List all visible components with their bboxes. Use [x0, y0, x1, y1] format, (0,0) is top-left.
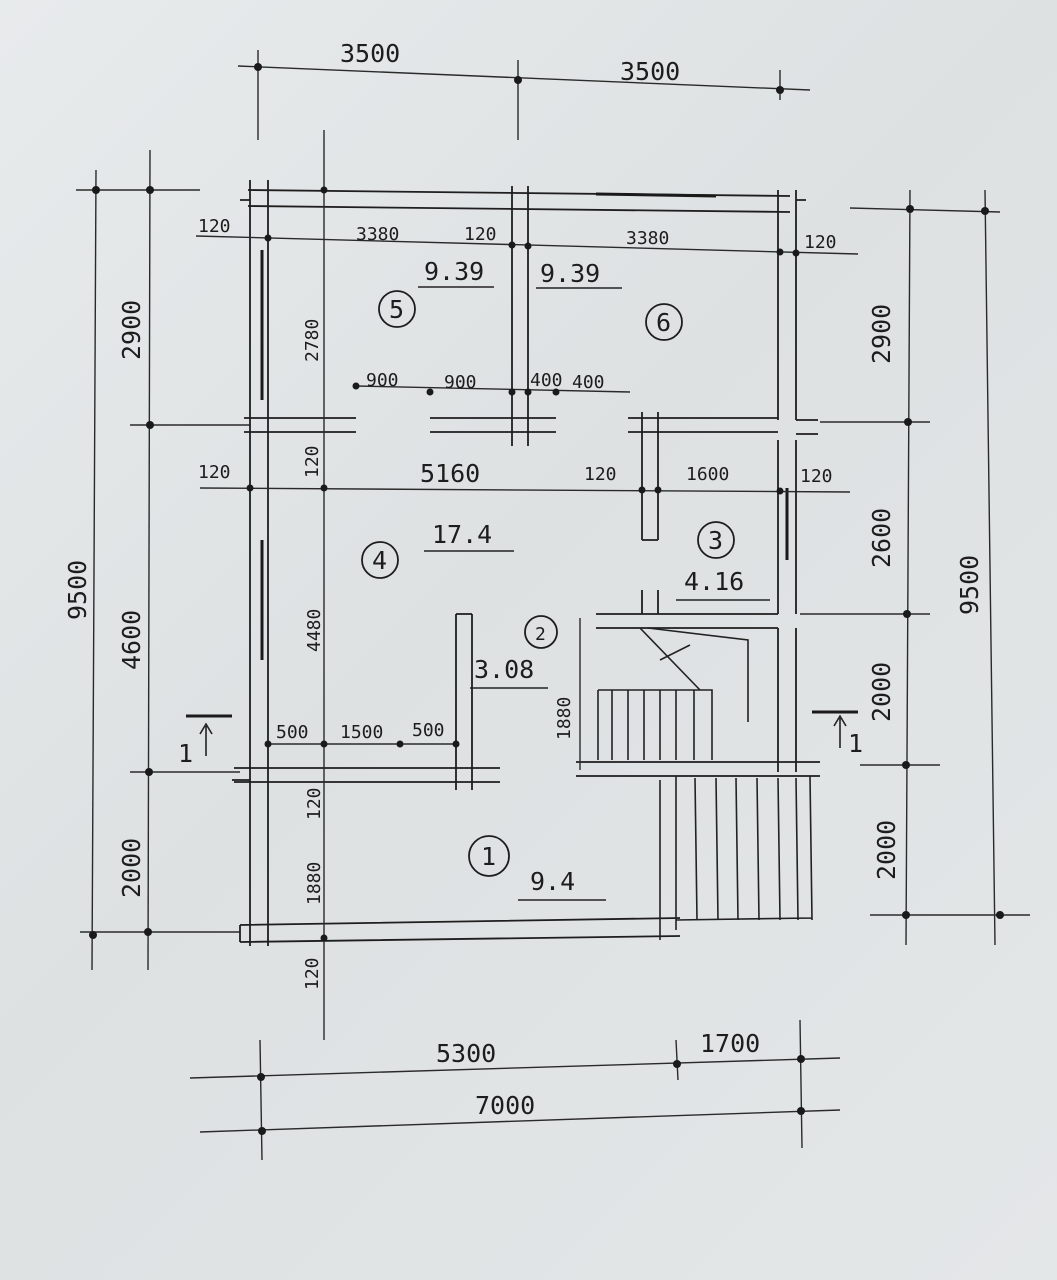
room-1: 1 9.4 1880 120: [304, 787, 606, 905]
interior-stairs: [597, 627, 749, 760]
right-dim-4: 2000: [872, 820, 901, 880]
dim-top-wall-mid: 120: [464, 224, 497, 245]
right-dim-1: 2900: [867, 304, 896, 364]
dim-mid-room3: 1600: [686, 464, 729, 485]
room-2-stair-dim: 1880: [554, 697, 575, 740]
left-dim-3: 2000: [117, 838, 146, 898]
room-2-area: 3.08: [474, 655, 534, 684]
room-5-number: 5: [389, 295, 404, 324]
door-dim-1: 900: [366, 370, 399, 391]
right-dimension: 2900 2600 2000 2000 9500: [800, 189, 1030, 946]
dim-row-low: 500 1500 500: [264, 720, 460, 748]
dim-mid-wall-a: 120: [584, 464, 617, 485]
interior-walls: [234, 186, 820, 790]
room-6-number: 6: [656, 308, 671, 337]
dim-top-wall-left: 120: [198, 216, 231, 237]
dim-mid-room4: 5160: [420, 459, 480, 488]
right-dim-3: 2000: [867, 662, 896, 722]
dim-top-wall-right: 120: [804, 232, 837, 253]
right-dim-total: 9500: [955, 555, 984, 615]
right-dim-2: 2600: [867, 508, 896, 568]
room-4-area: 17.4: [432, 520, 492, 549]
dim-mid-wall-vert: 120: [302, 445, 323, 478]
room-1-wall: 120: [304, 787, 325, 820]
room-3-number: 3: [708, 526, 723, 555]
dim-low-2: 1500: [340, 722, 383, 743]
left-dim-1: 2900: [117, 300, 146, 360]
bottom-dim-right: 1700: [700, 1029, 760, 1058]
room-3-area: 4.16: [684, 567, 744, 596]
door-dim-3: 400: [530, 370, 563, 391]
room-2: 2 3.08 1880: [470, 615, 581, 770]
bottom-dimension: 5300 1700 7000: [189, 1019, 841, 1161]
top-dimension: 3500 3500: [237, 39, 811, 140]
dim-top-room5: 3380: [356, 224, 399, 245]
room-1-area: 9.4: [530, 867, 575, 896]
room-1-height: 1880: [304, 862, 325, 905]
room-4-height: 4480: [304, 609, 325, 652]
room-5-height: 2780: [302, 319, 323, 362]
room-6-area: 9.39: [540, 259, 600, 288]
top-dim-left: 3500: [340, 39, 400, 68]
room-2-number: 2: [535, 624, 546, 645]
dim-low-1: 500: [276, 722, 309, 743]
door-dim-4: 400: [572, 372, 605, 393]
room-4-number: 4: [372, 546, 387, 575]
top-dim-right: 3500: [620, 57, 680, 86]
section-mark-left-label: 1: [178, 739, 193, 768]
room-4: 4 17.4 4480: [304, 520, 514, 652]
dim-top-room6: 3380: [626, 228, 669, 249]
section-mark-left: 1: [178, 714, 232, 768]
room-1-number: 1: [481, 842, 496, 871]
dim-row-top: 120 3380 120 3380 120: [195, 130, 859, 1040]
exterior-steps: [659, 775, 813, 940]
dim-mid-wall-left: 120: [198, 462, 231, 483]
bottom-dim-left: 5300: [436, 1039, 496, 1068]
dim-row-mid: 120 120 5160 120 1600 120: [198, 445, 851, 495]
door-dim-2: 900: [444, 372, 477, 393]
left-dimension: 2900 4600 2000 9500: [63, 149, 250, 971]
dim-row-doors: 900 900 400 400: [352, 370, 631, 396]
bottom-wall-thickness: 120: [302, 957, 323, 990]
bottom-wall-dim: 120: [302, 934, 328, 990]
room-3: 3 4.16: [676, 521, 770, 601]
bottom-dim-total: 7000: [475, 1091, 535, 1120]
section-mark-right-label: 1: [848, 729, 863, 758]
dim-low-3: 500: [412, 720, 445, 741]
left-dim-total: 9500: [63, 560, 92, 620]
outer-walls: [232, 180, 806, 946]
room-6: 6 9.39: [536, 259, 683, 341]
room-5-area: 9.39: [424, 257, 484, 286]
dim-mid-wall-right: 120: [800, 466, 833, 487]
left-dim-2: 4600: [117, 610, 146, 670]
room-5: 5 9.39 2780: [302, 257, 494, 362]
section-mark-right: 1: [812, 710, 863, 758]
